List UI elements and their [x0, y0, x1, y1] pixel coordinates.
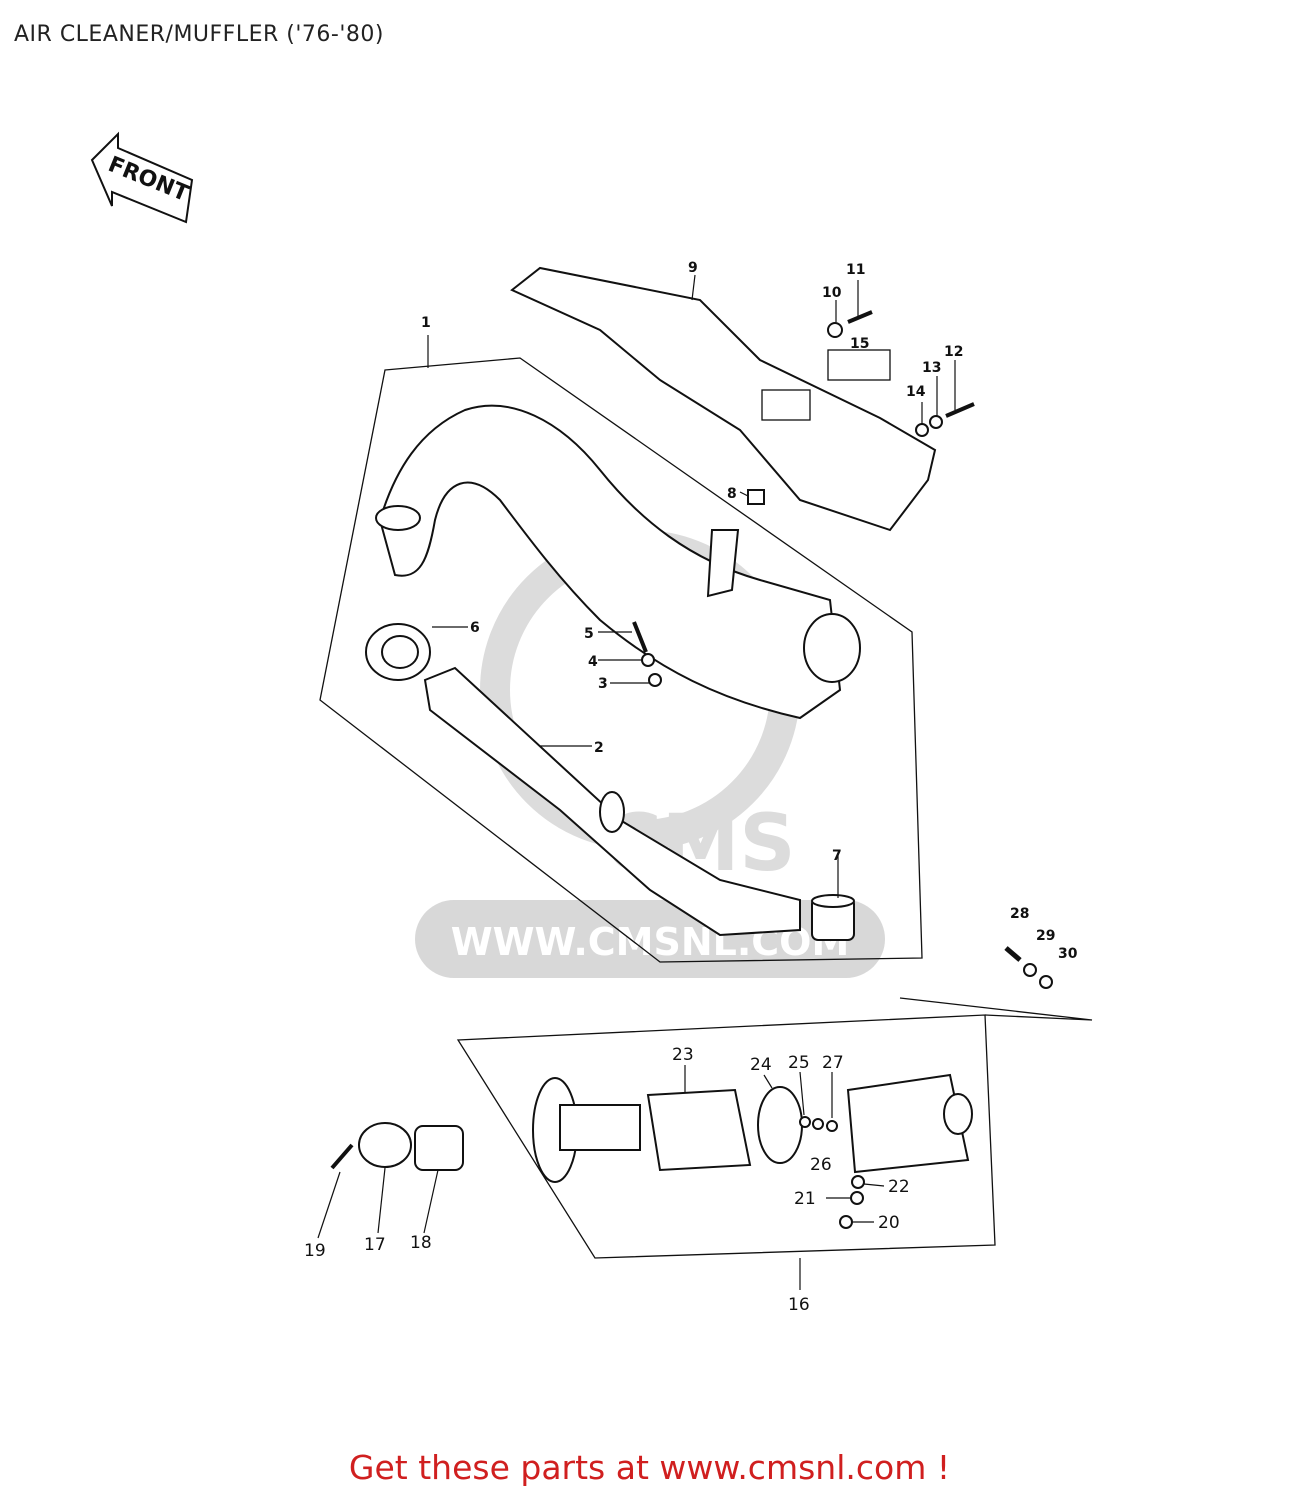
callout-13: 13 — [922, 360, 941, 376]
callout-6: 6 — [470, 620, 480, 636]
callout-11: 11 — [846, 262, 865, 278]
callout-20: 20 — [878, 1213, 900, 1233]
callout-30: 30 — [1058, 946, 1078, 962]
sleeve-7 — [811, 894, 855, 941]
pipe-inlet-flange — [375, 505, 421, 531]
callout-17: 17 — [364, 1235, 386, 1255]
bolt-20 — [839, 1215, 853, 1229]
callout-21: 21 — [794, 1189, 816, 1209]
hardware — [632, 310, 1053, 989]
callout-4: 4 — [588, 654, 598, 670]
front-arrow-icon — [90, 131, 194, 224]
sleeve-18 — [414, 1125, 464, 1171]
callout-18: 18 — [410, 1233, 432, 1253]
callout-29: 29 — [1036, 928, 1055, 944]
callout-19: 19 — [304, 1241, 326, 1261]
baffle-tube-shape — [423, 666, 801, 937]
washer-27 — [826, 1120, 838, 1132]
air-cleaner-leader-outline — [899, 997, 1093, 1021]
front-arrow: FRONT — [90, 131, 194, 224]
washer-13 — [929, 415, 943, 429]
washer-10 — [827, 322, 843, 338]
callout-7: 7 — [832, 848, 842, 864]
gasket-6 — [365, 623, 431, 681]
heat-guard-slot — [761, 389, 811, 421]
bolt-12 — [945, 402, 975, 418]
callout-1: 1 — [421, 315, 431, 331]
gasket-24 — [757, 1086, 803, 1164]
muffler-outlet — [803, 613, 861, 683]
callout-24: 24 — [750, 1055, 772, 1075]
callout-28: 28 — [1010, 906, 1029, 922]
diagram-title: AIR CLEANER/MUFFLER ('76-'80) — [14, 22, 384, 47]
bolt-28 — [1004, 946, 1022, 962]
washer-25 — [799, 1116, 811, 1128]
callout-2: 2 — [594, 740, 604, 756]
callout-23: 23 — [672, 1045, 694, 1065]
sleeve-top — [811, 894, 855, 908]
washer-29 — [1023, 963, 1037, 977]
clip-8 — [747, 489, 765, 505]
case-outlet — [943, 1093, 973, 1135]
intake-tube — [559, 1104, 641, 1151]
heat-guard-shape — [510, 266, 937, 532]
clamp-17 — [358, 1122, 412, 1168]
bolt-11 — [847, 310, 873, 324]
washer-14 — [915, 423, 929, 437]
washer-30 — [1039, 975, 1053, 989]
screw-19 — [330, 1143, 354, 1170]
baffle-tube — [423, 666, 801, 937]
callout-27: 27 — [822, 1053, 844, 1073]
nut-26 — [812, 1118, 824, 1130]
heat-guard — [510, 266, 937, 532]
callout-8: 8 — [727, 486, 737, 502]
muffler-body — [375, 404, 861, 720]
gasket-inner — [381, 635, 419, 669]
air-cleaner-case — [846, 1073, 970, 1174]
washer-3 — [648, 673, 662, 687]
muffler-body-shape — [378, 404, 842, 720]
callout-14: 14 — [906, 384, 926, 400]
filter-element-23 — [646, 1088, 752, 1172]
get-parts-link[interactable]: Get these parts at www.cmsnl.com ! — [348, 1448, 951, 1487]
label-plate-15 — [827, 349, 891, 381]
nut-21 — [850, 1191, 864, 1205]
washer-22 — [851, 1175, 865, 1189]
muffler-group-outline — [319, 357, 923, 963]
baffle-collar — [599, 791, 625, 833]
air-cleaner-parts — [330, 1073, 973, 1229]
muffler-bracket — [706, 529, 740, 598]
callout-3: 3 — [598, 676, 608, 692]
callout-22: 22 — [888, 1177, 910, 1197]
callout-9: 9 — [688, 260, 698, 276]
callouts: 1 2 3 4 5 6 7 8 9 10 11 12 13 14 15 16 1… — [304, 260, 1078, 1315]
exploded-parts-diagram: WWW.CMSNL.COM CMS FRONT — [90, 131, 1093, 1315]
callout-10: 10 — [822, 285, 842, 301]
callout-26: 26 — [810, 1155, 832, 1175]
bolt-5 — [632, 621, 648, 653]
callout-5: 5 — [584, 626, 594, 642]
air-cleaner-group-outline — [456, 1014, 996, 1259]
callout-25: 25 — [788, 1053, 810, 1073]
callout-12: 12 — [944, 344, 963, 360]
callout-15: 15 — [850, 336, 869, 352]
callout-16: 16 — [788, 1295, 810, 1315]
leader-lines — [317, 274, 956, 1290]
washer-4 — [641, 653, 655, 667]
